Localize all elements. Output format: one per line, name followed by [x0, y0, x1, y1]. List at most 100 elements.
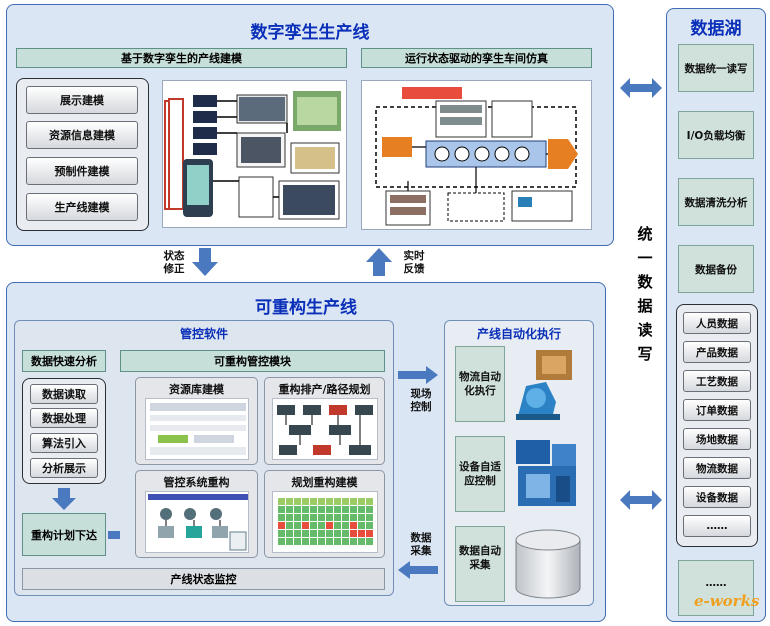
- grid-cell: [326, 530, 333, 537]
- grid-cell: [278, 498, 285, 505]
- twin-simulation-figure: [361, 80, 592, 230]
- data-item-more[interactable]: ……: [683, 515, 751, 537]
- grid-cell: [326, 514, 333, 521]
- grid-cell: [350, 506, 357, 513]
- grid-cell: [310, 538, 317, 545]
- grid-cell: [278, 530, 285, 537]
- twin-simulation-header: 运行状态驱动的孪生车间仿真: [361, 48, 592, 68]
- grid-cell: [278, 514, 285, 521]
- grid-cell: [358, 514, 365, 521]
- module-plan-reconfig[interactable]: 规划重构建模: [264, 470, 385, 558]
- grid-cell: [366, 530, 373, 537]
- module-system-reconfig[interactable]: 管控系统重构: [135, 470, 258, 558]
- reschedule-preview: [272, 398, 378, 460]
- grid-cell: [358, 530, 365, 537]
- modeling-item-display[interactable]: 展示建模: [26, 86, 138, 114]
- reconfig-plan-button[interactable]: 重构计划下达: [22, 513, 106, 556]
- grid-cell: [310, 514, 317, 521]
- analysis-item-display[interactable]: 分析展示: [30, 458, 98, 478]
- database-icon: [515, 529, 581, 599]
- data-item-site[interactable]: 场地数据: [683, 428, 751, 450]
- plan-reconfig-preview: [272, 491, 378, 553]
- grid-cell: [326, 538, 333, 545]
- twin-modeling-diagram: [164, 91, 341, 220]
- data-lake-io-balance[interactable]: I/O负载均衡: [678, 111, 754, 159]
- arrow-down-icon: [52, 488, 76, 510]
- grid-cell: [334, 514, 341, 521]
- data-lake-clean-analysis[interactable]: 数据清洗分析: [678, 178, 754, 226]
- grid-cell: [366, 498, 373, 505]
- modeling-item-resource-info[interactable]: 资源信息建模: [26, 121, 138, 149]
- grid-cell: [350, 522, 357, 529]
- grid-cell: [318, 538, 325, 545]
- grid-cell: [286, 514, 293, 521]
- data-lake-backup[interactable]: 数据备份: [678, 245, 754, 293]
- grid-cell: [294, 522, 301, 529]
- status-monitor-bar: 产线状态监控: [22, 568, 385, 590]
- state-correct-label: 状态 修正: [163, 250, 185, 275]
- data-lake-title: 数据湖: [690, 19, 742, 39]
- analysis-item-process[interactable]: 数据处理: [30, 408, 98, 428]
- fast-analysis-header: 数据快速分析: [22, 350, 106, 372]
- automation-card-logistics[interactable]: [455, 346, 505, 422]
- data-collect-label: 数据 采集: [410, 532, 432, 557]
- automation-card-data[interactable]: [455, 526, 505, 602]
- grid-cell: [326, 498, 333, 505]
- data-item-equipment[interactable]: 设备数据: [683, 486, 751, 508]
- modeling-item-prefab[interactable]: 预制件建模: [26, 157, 138, 185]
- eworks-watermark: e-works: [694, 592, 760, 610]
- grid-cell: [350, 514, 357, 521]
- grid-cell: [294, 530, 301, 537]
- grid-cell: [294, 498, 301, 505]
- automation-title: 产线自动化执行: [476, 327, 561, 341]
- module-resource-library[interactable]: 资源库建模: [135, 377, 258, 465]
- grid-cell: [310, 498, 317, 505]
- module-reschedule[interactable]: 重构排产/路径规划: [264, 377, 385, 465]
- grid-cell: [278, 538, 285, 545]
- grid-cell: [334, 522, 341, 529]
- field-control-label: 现场 控制: [410, 388, 432, 413]
- data-item-personnel[interactable]: 人员数据: [683, 312, 751, 334]
- unified-rw-label: 统 一 数 据 读 写: [637, 225, 653, 363]
- data-item-logistics[interactable]: 物流数据: [683, 457, 751, 479]
- grid-cell: [302, 530, 309, 537]
- grid-cell: [366, 538, 373, 545]
- system-reconfig-preview: [145, 491, 249, 553]
- data-lake-bottom-more[interactable]: ……: [678, 560, 754, 616]
- automation-data-label: 数据自动采集: [459, 545, 501, 571]
- double-arrow-icon: [620, 78, 662, 98]
- grid-cell: [334, 506, 341, 513]
- grid-cell: [278, 506, 285, 513]
- machine-tool-icon: [516, 440, 576, 506]
- grid-cell: [318, 506, 325, 513]
- data-item-process[interactable]: 工艺数据: [683, 370, 751, 392]
- resource-library-preview: [145, 398, 249, 460]
- grid-cell: [358, 506, 365, 513]
- grid-cell: [350, 530, 357, 537]
- modeling-item-production-line[interactable]: 生产线建模: [26, 193, 138, 221]
- analysis-item-algorithm[interactable]: 算法引入: [30, 433, 98, 453]
- realtime-feedback-label: 实时 反馈: [403, 250, 425, 275]
- grid-cell: [358, 522, 365, 529]
- grid-cell: [286, 522, 293, 529]
- data-item-product[interactable]: 产品数据: [683, 341, 751, 363]
- reconfigurable-title: 可重构生产线: [255, 298, 357, 318]
- double-arrow-icon: [620, 490, 662, 510]
- robot-arm-icon: [516, 350, 572, 420]
- grid-cell: [310, 522, 317, 529]
- grid-cell: [286, 530, 293, 537]
- automation-card-equipment[interactable]: [455, 436, 505, 512]
- grid-cell: [318, 522, 325, 529]
- grid-cell: [318, 498, 325, 505]
- data-lake-unified-rw[interactable]: 数据统一读写: [678, 44, 754, 92]
- digital-twin-title: 数字孪生生产线: [250, 23, 370, 43]
- control-software-title: 管控软件: [179, 327, 228, 341]
- grid-cell: [302, 538, 309, 545]
- grid-cell: [302, 506, 309, 513]
- data-item-order[interactable]: 订单数据: [683, 399, 751, 421]
- analysis-item-read[interactable]: 数据读取: [30, 384, 98, 404]
- grid-cell: [278, 522, 285, 529]
- automation-equipment-label: 设备自适应控制: [459, 461, 501, 487]
- twin-simulation-diagram: [375, 87, 578, 226]
- grid-cell: [302, 514, 309, 521]
